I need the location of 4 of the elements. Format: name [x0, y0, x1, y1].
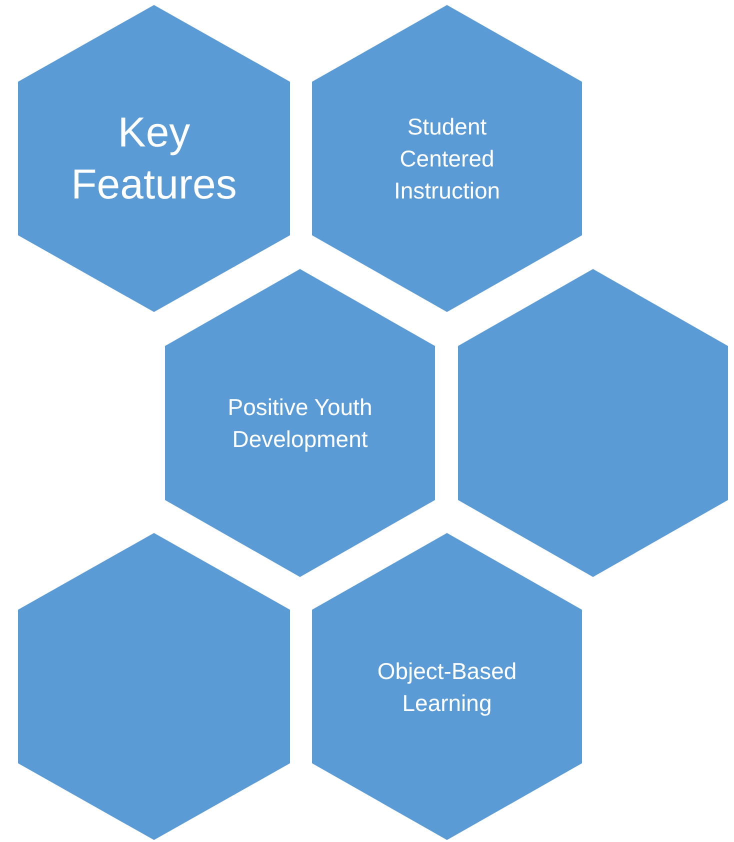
- tile-label: Positive Youth Development: [226, 392, 374, 454]
- heading-text: Key Features: [70, 107, 238, 210]
- tile-label: Student Centered Instruction: [392, 112, 502, 206]
- tile-label: Object-Based Learning: [376, 656, 518, 718]
